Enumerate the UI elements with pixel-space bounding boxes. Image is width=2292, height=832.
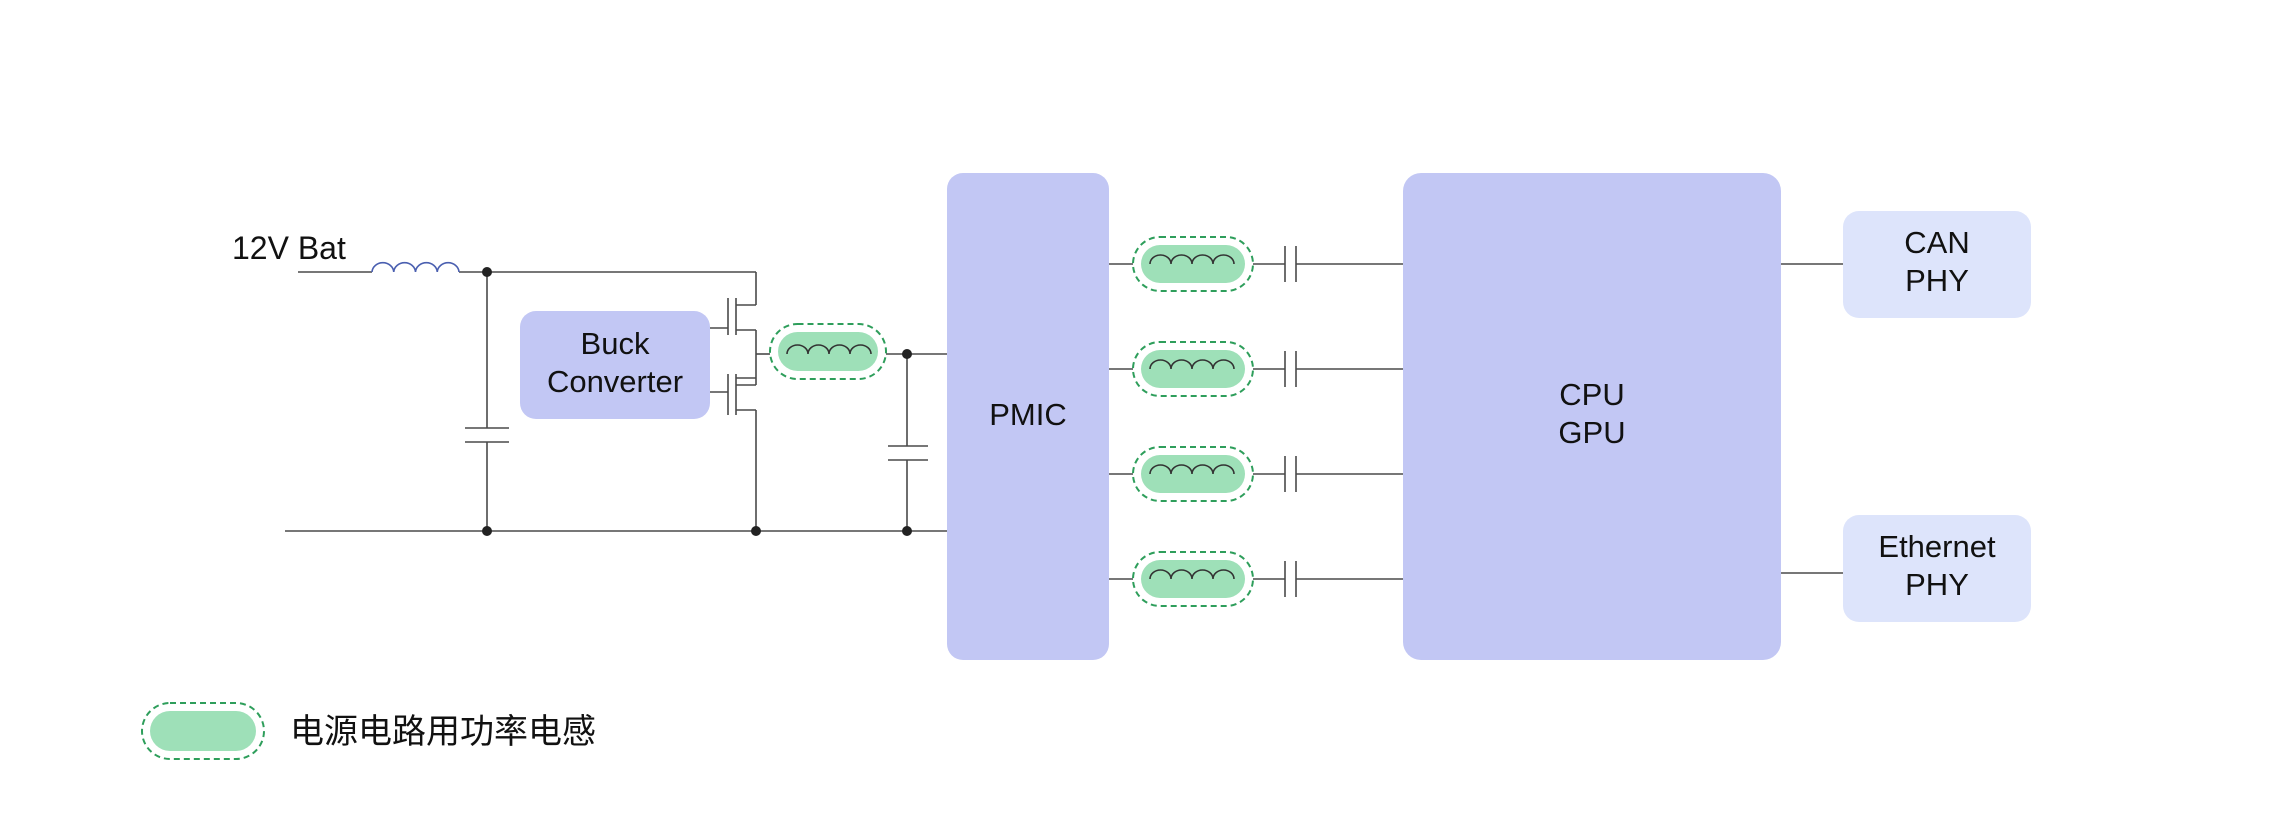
pmic-rail [1109,236,1403,292]
ethernet-label-line1: Ethernet [1878,529,1996,564]
rail-power-inductor [1132,236,1254,292]
pmic-rail [1109,446,1403,502]
rail-power-inductor [1132,341,1254,397]
buck-converter-block [520,311,710,419]
battery-label: 12V Bat [232,230,346,266]
ethernet-label-line2: PHY [1905,567,1969,602]
buck-power-inductor [769,323,887,380]
junction-node [482,267,492,277]
buck-label-line1: Buck [581,326,650,361]
legend-label: 电源电路用功率电感 [290,713,596,751]
rail-power-inductor [1132,551,1254,607]
junction-node [482,526,492,536]
pmic-label: PMIC [989,397,1067,432]
output-capacitor [888,445,928,461]
junction-node [902,526,912,536]
cpu-gpu-block [1403,173,1781,660]
rail-capacitor [1284,246,1297,282]
pmic-block [947,173,1109,660]
rail-power-inductor [1132,446,1254,502]
pmic-rail [1109,341,1403,397]
legend: 电源电路用功率电感 [141,702,596,760]
pmic-output-rails [1109,236,1403,607]
rail-capacitor [1284,561,1297,597]
legend-inductor-swatch [141,702,265,760]
can-label-line2: PHY [1905,263,1969,298]
buck-label-line2: Converter [547,364,683,399]
cpu-label-line2: GPU [1558,415,1625,450]
rail-capacitor [1284,351,1297,387]
can-phy-block [1843,211,2031,318]
input-wiring [285,271,947,532]
can-label-line1: CAN [1904,225,1969,260]
rail-capacitor [1284,456,1297,492]
junction-node [751,526,761,536]
input-capacitor [465,427,509,443]
cpu-label-line1: CPU [1559,377,1624,412]
ethernet-phy-block [1843,515,2031,622]
input-filter-inductor [371,261,460,273]
junction-node [902,349,912,359]
pmic-rail [1109,551,1403,607]
